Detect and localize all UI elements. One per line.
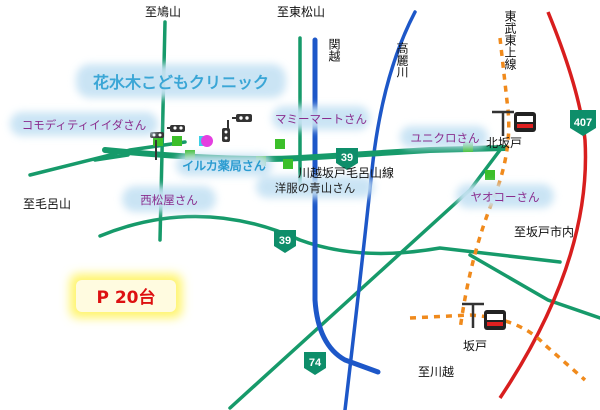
traffic-signal-icon — [167, 125, 185, 132]
route-39-number: 39 — [341, 152, 353, 164]
dest-kawagoe: 至川越 — [418, 365, 454, 379]
dest-higashimatsuyama: 至東松山 — [277, 5, 325, 19]
landmark-yaoko: ヤオコーさん — [471, 190, 540, 204]
mamy-glow — [272, 106, 370, 130]
landmark-aoyama: 洋服の青山さん — [275, 181, 356, 195]
route-407-shield-icon: 407 — [570, 110, 596, 136]
route-39-number: 39 — [279, 235, 291, 247]
aoyama-glow — [256, 176, 374, 198]
landmark-mamy-mart: マミーマートさん — [275, 112, 367, 126]
route-407-number: 407 — [574, 117, 592, 129]
kanetsu-expressway — [312, 37, 381, 375]
landmark-uniqlo: ユニクロさん — [411, 131, 480, 145]
clinic-name-glow — [76, 64, 286, 98]
koma-river-label: 高麗川 — [395, 41, 409, 78]
koma-river — [343, 10, 417, 410]
marker-yaoko — [485, 170, 495, 180]
route-74-number: 74 — [309, 357, 322, 369]
parking-box — [76, 280, 176, 312]
station-kitasakado-label: 北坂戸 — [486, 136, 522, 150]
dest-sakado-city: 至坂戸市内 — [514, 224, 574, 239]
commodity-glow — [10, 112, 158, 136]
landmark-commodity-iida: コモディティイイダさん — [22, 118, 147, 132]
route-39-shield-icon: 39 — [336, 148, 358, 170]
road-kanetsu-label: 関越 — [327, 38, 341, 63]
route-407-line — [498, 11, 588, 399]
marker-nishimatsuya — [172, 136, 182, 146]
parking-label: P 20台 — [96, 287, 155, 308]
traffic-signal-icon — [222, 120, 230, 142]
route-39-shield-icon: 39 — [274, 230, 296, 253]
route-74-shield-icon: 74 — [304, 352, 326, 375]
yaoko-glow — [456, 184, 554, 208]
marker-aoyama — [283, 159, 293, 169]
nishimatsuya-glow — [122, 186, 216, 212]
dest-moroyama: 至毛呂山 — [23, 197, 71, 211]
clinic-location-marker — [201, 135, 213, 147]
road-east-branch — [468, 253, 600, 320]
station-icon — [492, 110, 536, 136]
landmark-nishimatsuya: 西松屋さん — [140, 193, 198, 207]
iruka-glow — [176, 154, 272, 176]
traffic-signal-icon — [232, 114, 252, 122]
road-kawagoe-sakado-moroyama: 川越坂戸毛呂山線 — [298, 165, 394, 180]
marker-iruka-pharmacy — [275, 139, 285, 149]
station-icon — [462, 302, 506, 330]
dest-hatoyama: 至鳩山 — [145, 5, 181, 19]
uniqlo-glow — [400, 126, 488, 148]
station-sakado-label: 坂戸 — [463, 339, 487, 353]
route-39-main — [102, 145, 508, 162]
traffic-signal-icon — [150, 132, 164, 160]
landmark-iruka-pharmacy: イルカ薬局さん — [182, 158, 266, 173]
marker-commodity-iida — [153, 136, 163, 146]
road-39-lower — [98, 214, 562, 264]
tobu-tojo-label: 東武東上線 — [503, 10, 517, 70]
clinic-name: 花水木こどもクリニック — [93, 73, 269, 92]
